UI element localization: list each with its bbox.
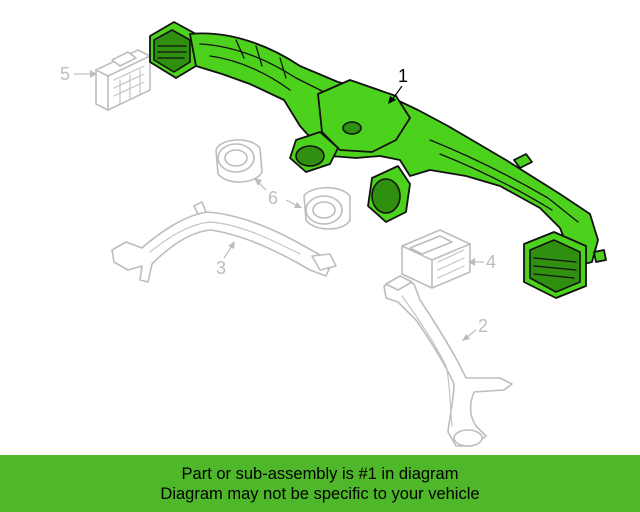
callout-2: 2 xyxy=(462,316,488,341)
callout-5-label: 5 xyxy=(60,64,70,84)
callout-1-label: 1 xyxy=(398,66,408,86)
callout-3: 3 xyxy=(216,241,235,278)
part-1-main-duct[interactable] xyxy=(149,21,607,299)
callout-6-label: 6 xyxy=(268,188,278,208)
part-6-round-vent-upper[interactable] xyxy=(215,139,263,183)
callout-2-label: 2 xyxy=(478,316,488,336)
part-3-floor-duct-left[interactable] xyxy=(111,201,337,283)
parts-diagram: 5 1 xyxy=(60,21,607,447)
banner-line-1: Part or sub-assembly is #1 in diagram xyxy=(181,464,459,483)
banner-line-2: Diagram may not be specific to your vehi… xyxy=(160,484,480,503)
callout-3-label: 3 xyxy=(216,258,226,278)
part-6-round-vent-lower[interactable] xyxy=(303,186,351,230)
callout-4: 4 xyxy=(468,252,496,272)
info-banner: Part or sub-assembly is #1 in diagram Di… xyxy=(0,455,640,512)
callout-4-label: 4 xyxy=(486,252,496,272)
callout-5: 5 xyxy=(60,64,97,84)
part-5-side-vent[interactable] xyxy=(95,49,151,111)
part-4-side-vent[interactable] xyxy=(401,229,471,289)
callout-6: 6 xyxy=(254,178,302,208)
part-2-floor-duct-right[interactable] xyxy=(383,275,513,447)
callout-1: 1 xyxy=(388,66,408,104)
